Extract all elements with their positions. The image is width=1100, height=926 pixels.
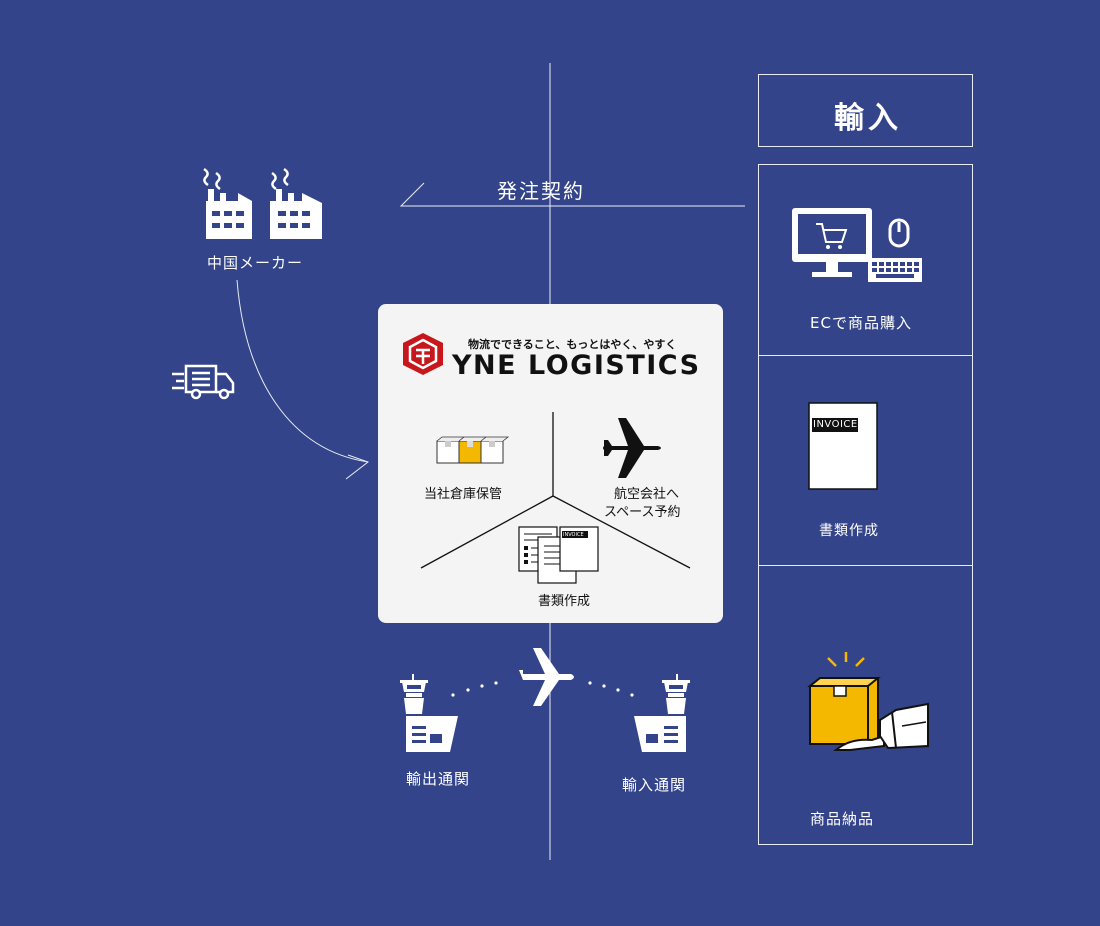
flight-dots-right [588, 681, 634, 697]
right-panel-group [758, 164, 973, 845]
yne-logistics-card: 物流でできること、もっとはやく、やすく YNE LOGISTICS 当社倉庫保管… [378, 304, 723, 623]
manufacturer-curve [236, 279, 369, 463]
computer-cart-icon [792, 208, 922, 282]
documents-icon [518, 526, 599, 584]
logo-tagline: 物流でできること、もっとはやく、やすく [468, 338, 677, 351]
card-divider-lines [420, 412, 691, 569]
warehouse-boxes-icon [436, 436, 510, 464]
import-customs-label: 輸入通関 [622, 776, 687, 794]
truck-icon [172, 364, 235, 400]
export-customs-label: 輸出通関 [406, 770, 471, 788]
storage-label: 当社倉庫保管 [424, 487, 503, 502]
airplane-icon [603, 418, 661, 478]
airline-label-1: 航空会社へ [614, 487, 680, 502]
factory-icon [203, 167, 322, 239]
card-documents-label: 書類作成 [538, 594, 591, 609]
order-arrow [399, 182, 745, 207]
invoice-icon [808, 402, 878, 490]
manufacturer-label: 中国メーカー [207, 254, 304, 272]
curve-arrowhead [345, 454, 370, 480]
order-contract-label: 発注契約 [497, 179, 585, 203]
package-delivery-icon [807, 652, 929, 751]
import-customs-icon [634, 674, 690, 752]
import-header: 輸入 [834, 101, 902, 136]
panel-divider-2 [758, 565, 973, 566]
delivery-label: 商品納品 [810, 810, 875, 828]
yne-logo-mark [403, 333, 443, 375]
card-invoice-tag: INVOICE [563, 532, 584, 538]
ec-purchase-label: ECで商品購入 [810, 314, 912, 332]
invoice-tag: INVOICE [813, 419, 858, 430]
panel-divider-1 [758, 355, 973, 356]
flight-dots-left [451, 681, 498, 697]
flight-plane-icon [519, 648, 574, 706]
airline-label-2: スペース予約 [604, 505, 681, 520]
logo-name: YNE LOGISTICS [452, 350, 701, 381]
documents-label: 書類作成 [819, 523, 879, 539]
export-customs-icon [400, 674, 458, 752]
import-header-box [758, 74, 973, 147]
